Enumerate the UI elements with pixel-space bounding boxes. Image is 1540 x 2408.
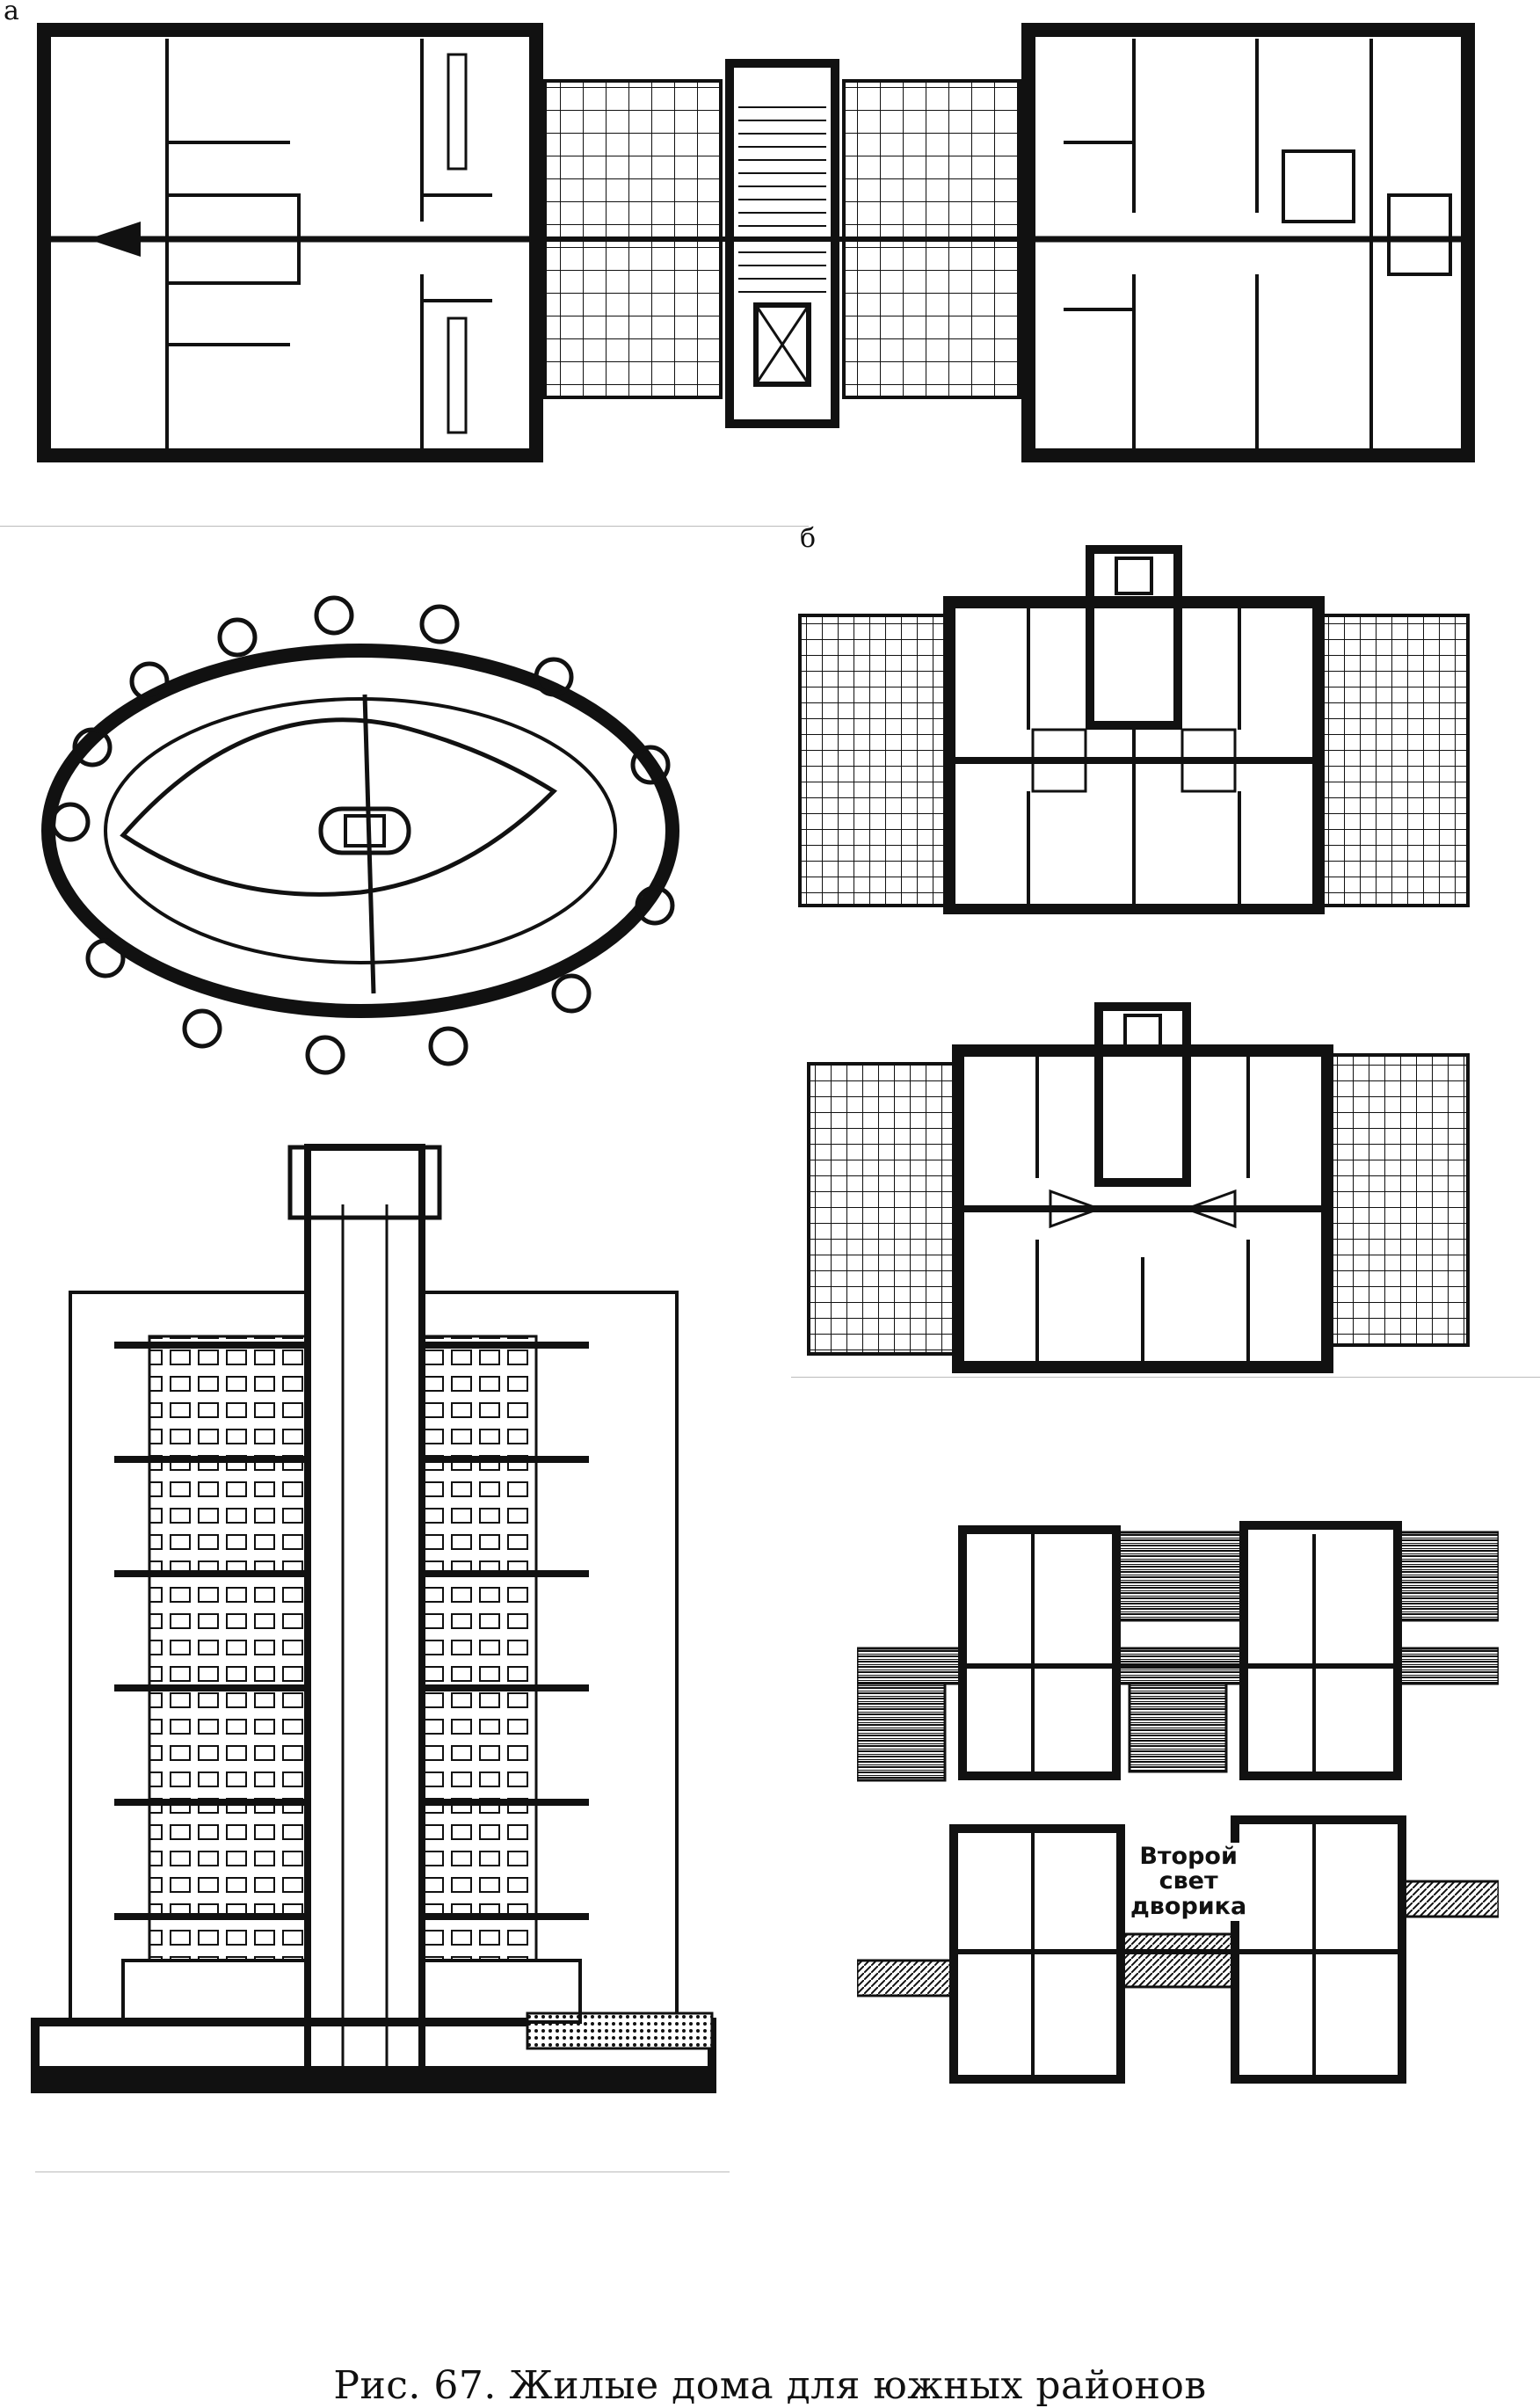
annotation-line-1: Второй (1139, 1843, 1238, 1870)
annotation-second-light: Второй свет дворика (1125, 1843, 1253, 1922)
annotation-line-2: свет (1159, 1867, 1218, 1895)
floor-plan-b-upper (791, 545, 1477, 914)
circular-site-plan (26, 589, 694, 1081)
floor-plan-b-lower (800, 1002, 1477, 1380)
gallery-plan-lower (857, 1811, 1499, 2084)
divider-line-right (791, 1377, 1540, 1378)
divider-line (0, 526, 809, 527)
panel-label-a: а (4, 0, 19, 26)
figure-caption: Рис. 67. Жилые дома для южных районов (333, 2363, 1207, 2408)
floor-plan-a (35, 19, 1477, 468)
panel-label-b: б (800, 523, 817, 554)
annotation-line-3: дворика (1130, 1892, 1247, 1920)
building-section (26, 1134, 721, 2101)
gallery-plan-upper (857, 1517, 1499, 1789)
